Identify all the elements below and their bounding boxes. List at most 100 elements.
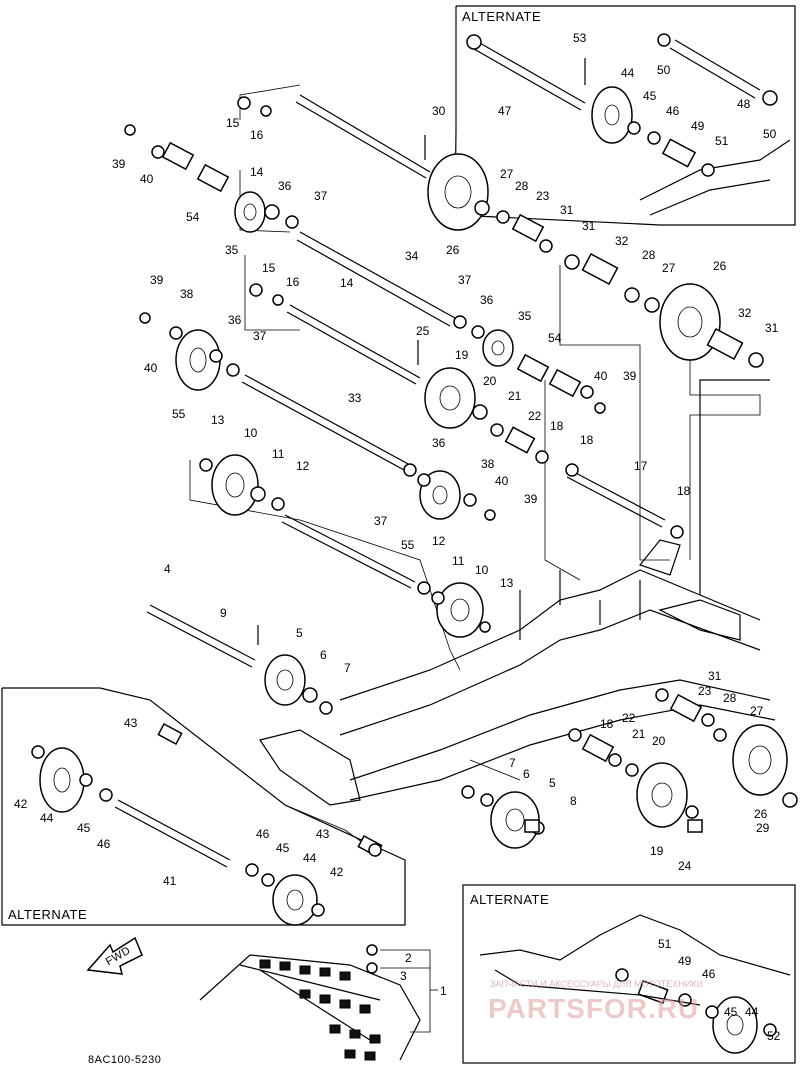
shaft-17 (569, 469, 666, 521)
callout-45c: 45 (276, 841, 290, 855)
callout-47: 47 (498, 104, 512, 118)
bracket-1 (380, 949, 438, 1033)
callout-21: 21 (508, 389, 522, 403)
callout-45d: 45 (724, 1005, 738, 1019)
alternate-box-bottom-right: ALTERNATE (462, 884, 796, 1064)
callout-9: 9 (220, 606, 227, 620)
callout-5b: 5 (549, 776, 556, 790)
wheel-10-right (436, 582, 484, 638)
shafts (114, 39, 761, 868)
callout-1: 1 (440, 984, 447, 998)
callout-6: 6 (320, 648, 327, 662)
shaft-14-upper (299, 94, 431, 173)
callout-13b: 13 (500, 576, 514, 590)
callout-38: 38 (180, 287, 194, 301)
shaft-34 (299, 231, 456, 319)
callout-18: 18 (550, 419, 564, 433)
callout-53: 53 (573, 31, 587, 45)
callout-43: 43 (124, 716, 138, 730)
callout-39: 39 (112, 157, 126, 171)
callout-49b: 49 (678, 954, 692, 968)
shaft-14 (289, 304, 421, 379)
callout-54b: 54 (548, 331, 562, 345)
callout-50: 50 (657, 63, 671, 77)
callout-40: 40 (140, 172, 154, 186)
callout-36b: 36 (480, 293, 494, 307)
wheel-5-left (264, 654, 306, 706)
callout-35b: 35 (518, 309, 532, 323)
callout-labels: 1 2 3 4 5 5 6 6 7 7 8 9 10 10 11 11 12 1… (14, 31, 781, 1043)
callout-10: 10 (244, 426, 258, 440)
callout-22b: 22 (622, 711, 636, 725)
track (199, 954, 421, 1061)
callout-44b: 44 (40, 811, 54, 825)
callout-23b: 23 (698, 684, 712, 698)
callout-12b: 12 (432, 534, 446, 548)
callout-31d: 31 (708, 669, 722, 683)
callout-18c: 18 (677, 484, 691, 498)
wheel-26-upper (427, 153, 489, 231)
callout-15: 15 (226, 116, 240, 130)
callout-14b: 14 (340, 276, 354, 290)
wheel-44-alt (712, 996, 758, 1054)
watermark: ЗАПЧАСТИ И АКСЕССУАРЫ ДЛЯ МОТОТЕХНИКИ PA… (488, 979, 703, 1024)
callout-21b: 21 (632, 727, 646, 741)
callout-37: 37 (314, 189, 328, 203)
wheel-19 (636, 762, 688, 828)
frame-rails (259, 139, 791, 806)
callout-40c: 40 (594, 369, 608, 383)
wheel-26-lower (732, 724, 788, 796)
callout-38b: 38 (481, 457, 495, 471)
callout-42b: 42 (330, 865, 344, 879)
wheel-44-lower (272, 874, 318, 926)
callout-45: 45 (643, 89, 657, 103)
callout-6b: 6 (523, 767, 530, 781)
callout-43b: 43 (316, 827, 330, 841)
callout-36d: 36 (432, 436, 446, 450)
callout-27b: 27 (662, 261, 676, 275)
callout-31b: 31 (582, 219, 596, 233)
callout-45b: 45 (77, 821, 91, 835)
callout-46d: 46 (702, 967, 716, 981)
callout-11: 11 (272, 447, 285, 461)
shaft-4 (149, 604, 256, 661)
callout-55b: 55 (401, 538, 415, 552)
callout-32b: 32 (738, 306, 752, 320)
callout-20: 20 (483, 374, 497, 388)
fwd-arrow: FWD (86, 936, 143, 975)
callout-46: 46 (666, 104, 680, 118)
callout-18d: 18 (600, 717, 614, 731)
callout-41: 41 (163, 874, 177, 888)
callout-16b: 16 (286, 275, 300, 289)
callout-35: 35 (225, 243, 239, 257)
callout-17: 17 (634, 459, 648, 473)
watermark-tagline: ЗАПЧАСТИ И АКСЕССУАРЫ ДЛЯ МОТОТЕХНИКИ (490, 979, 703, 989)
callout-40d: 40 (495, 474, 509, 488)
callout-51b: 51 (658, 937, 672, 951)
callout-39c: 39 (623, 369, 637, 383)
callout-30: 30 (432, 104, 446, 118)
callout-7b: 7 (509, 756, 516, 770)
callout-44c: 44 (303, 851, 317, 865)
callout-27: 27 (500, 167, 514, 181)
wheel-44-left (39, 747, 85, 813)
spacers (157, 138, 744, 1004)
shaft-48 (674, 39, 761, 91)
callout-20b: 20 (652, 734, 666, 748)
callout-44: 44 (621, 66, 635, 80)
callout-3: 3 (400, 969, 407, 983)
callout-7: 7 (344, 661, 351, 675)
shaft-33 (244, 374, 411, 466)
alternate-label-bottom: ALTERNATE (470, 892, 549, 907)
alternate-label-top: ALTERNATE (462, 9, 541, 24)
callout-40b: 40 (144, 361, 158, 375)
shaft-47 (477, 41, 586, 104)
callout-37b: 37 (458, 273, 472, 287)
callout-28c: 28 (723, 691, 737, 705)
callout-39d: 39 (524, 492, 538, 506)
callout-46c: 46 (256, 827, 270, 841)
wheel-44-top (591, 86, 633, 144)
shaft-41 (117, 799, 231, 861)
callout-33: 33 (348, 391, 362, 405)
wheels (39, 86, 788, 1054)
